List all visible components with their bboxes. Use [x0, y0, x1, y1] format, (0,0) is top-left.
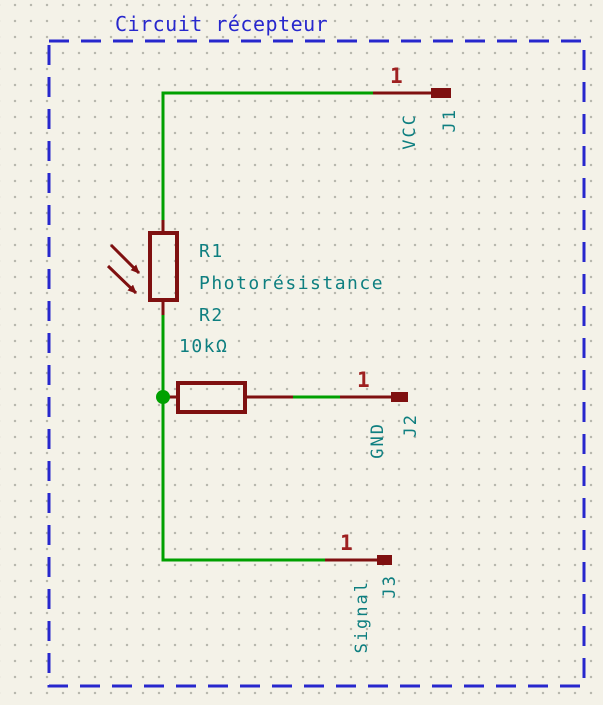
label-r1-reference[interactable]: R1	[199, 241, 224, 262]
label-j1-reference[interactable]: J1	[440, 108, 460, 133]
connector-j3-pad[interactable]	[377, 555, 392, 565]
label-j2-pin-number[interactable]: 1	[357, 368, 370, 392]
resistor-r2-body[interactable]	[176, 381, 247, 414]
label-j2-reference[interactable]: J2	[401, 413, 421, 438]
label-j2-net-gnd[interactable]: GND	[368, 422, 388, 459]
label-j1-net-vcc[interactable]: VCC	[400, 113, 420, 150]
connector-j1-pad[interactable]	[431, 88, 451, 98]
label-r2-reference[interactable]: R2	[199, 305, 224, 326]
label-j3-reference[interactable]: J3	[380, 574, 400, 599]
label-j1-pin-number[interactable]: 1	[390, 64, 403, 88]
wire-vcc[interactable]	[161, 91, 373, 220]
junction-dot[interactable]	[156, 390, 170, 404]
label-j3-pin-number[interactable]: 1	[340, 531, 353, 555]
connector-j2-pad[interactable]	[391, 392, 408, 402]
label-r1-value[interactable]: Photorésistance	[199, 273, 385, 294]
light-arrows-icon	[106, 243, 141, 295]
group-border[interactable]	[47, 39, 586, 688]
label-j3-net-signal[interactable]: Signal	[352, 580, 372, 654]
label-r2-value[interactable]: 10kΩ	[179, 336, 229, 357]
group-title[interactable]: Circuit récepteur	[115, 12, 329, 36]
photoresistor-r1-body[interactable]	[148, 231, 179, 302]
